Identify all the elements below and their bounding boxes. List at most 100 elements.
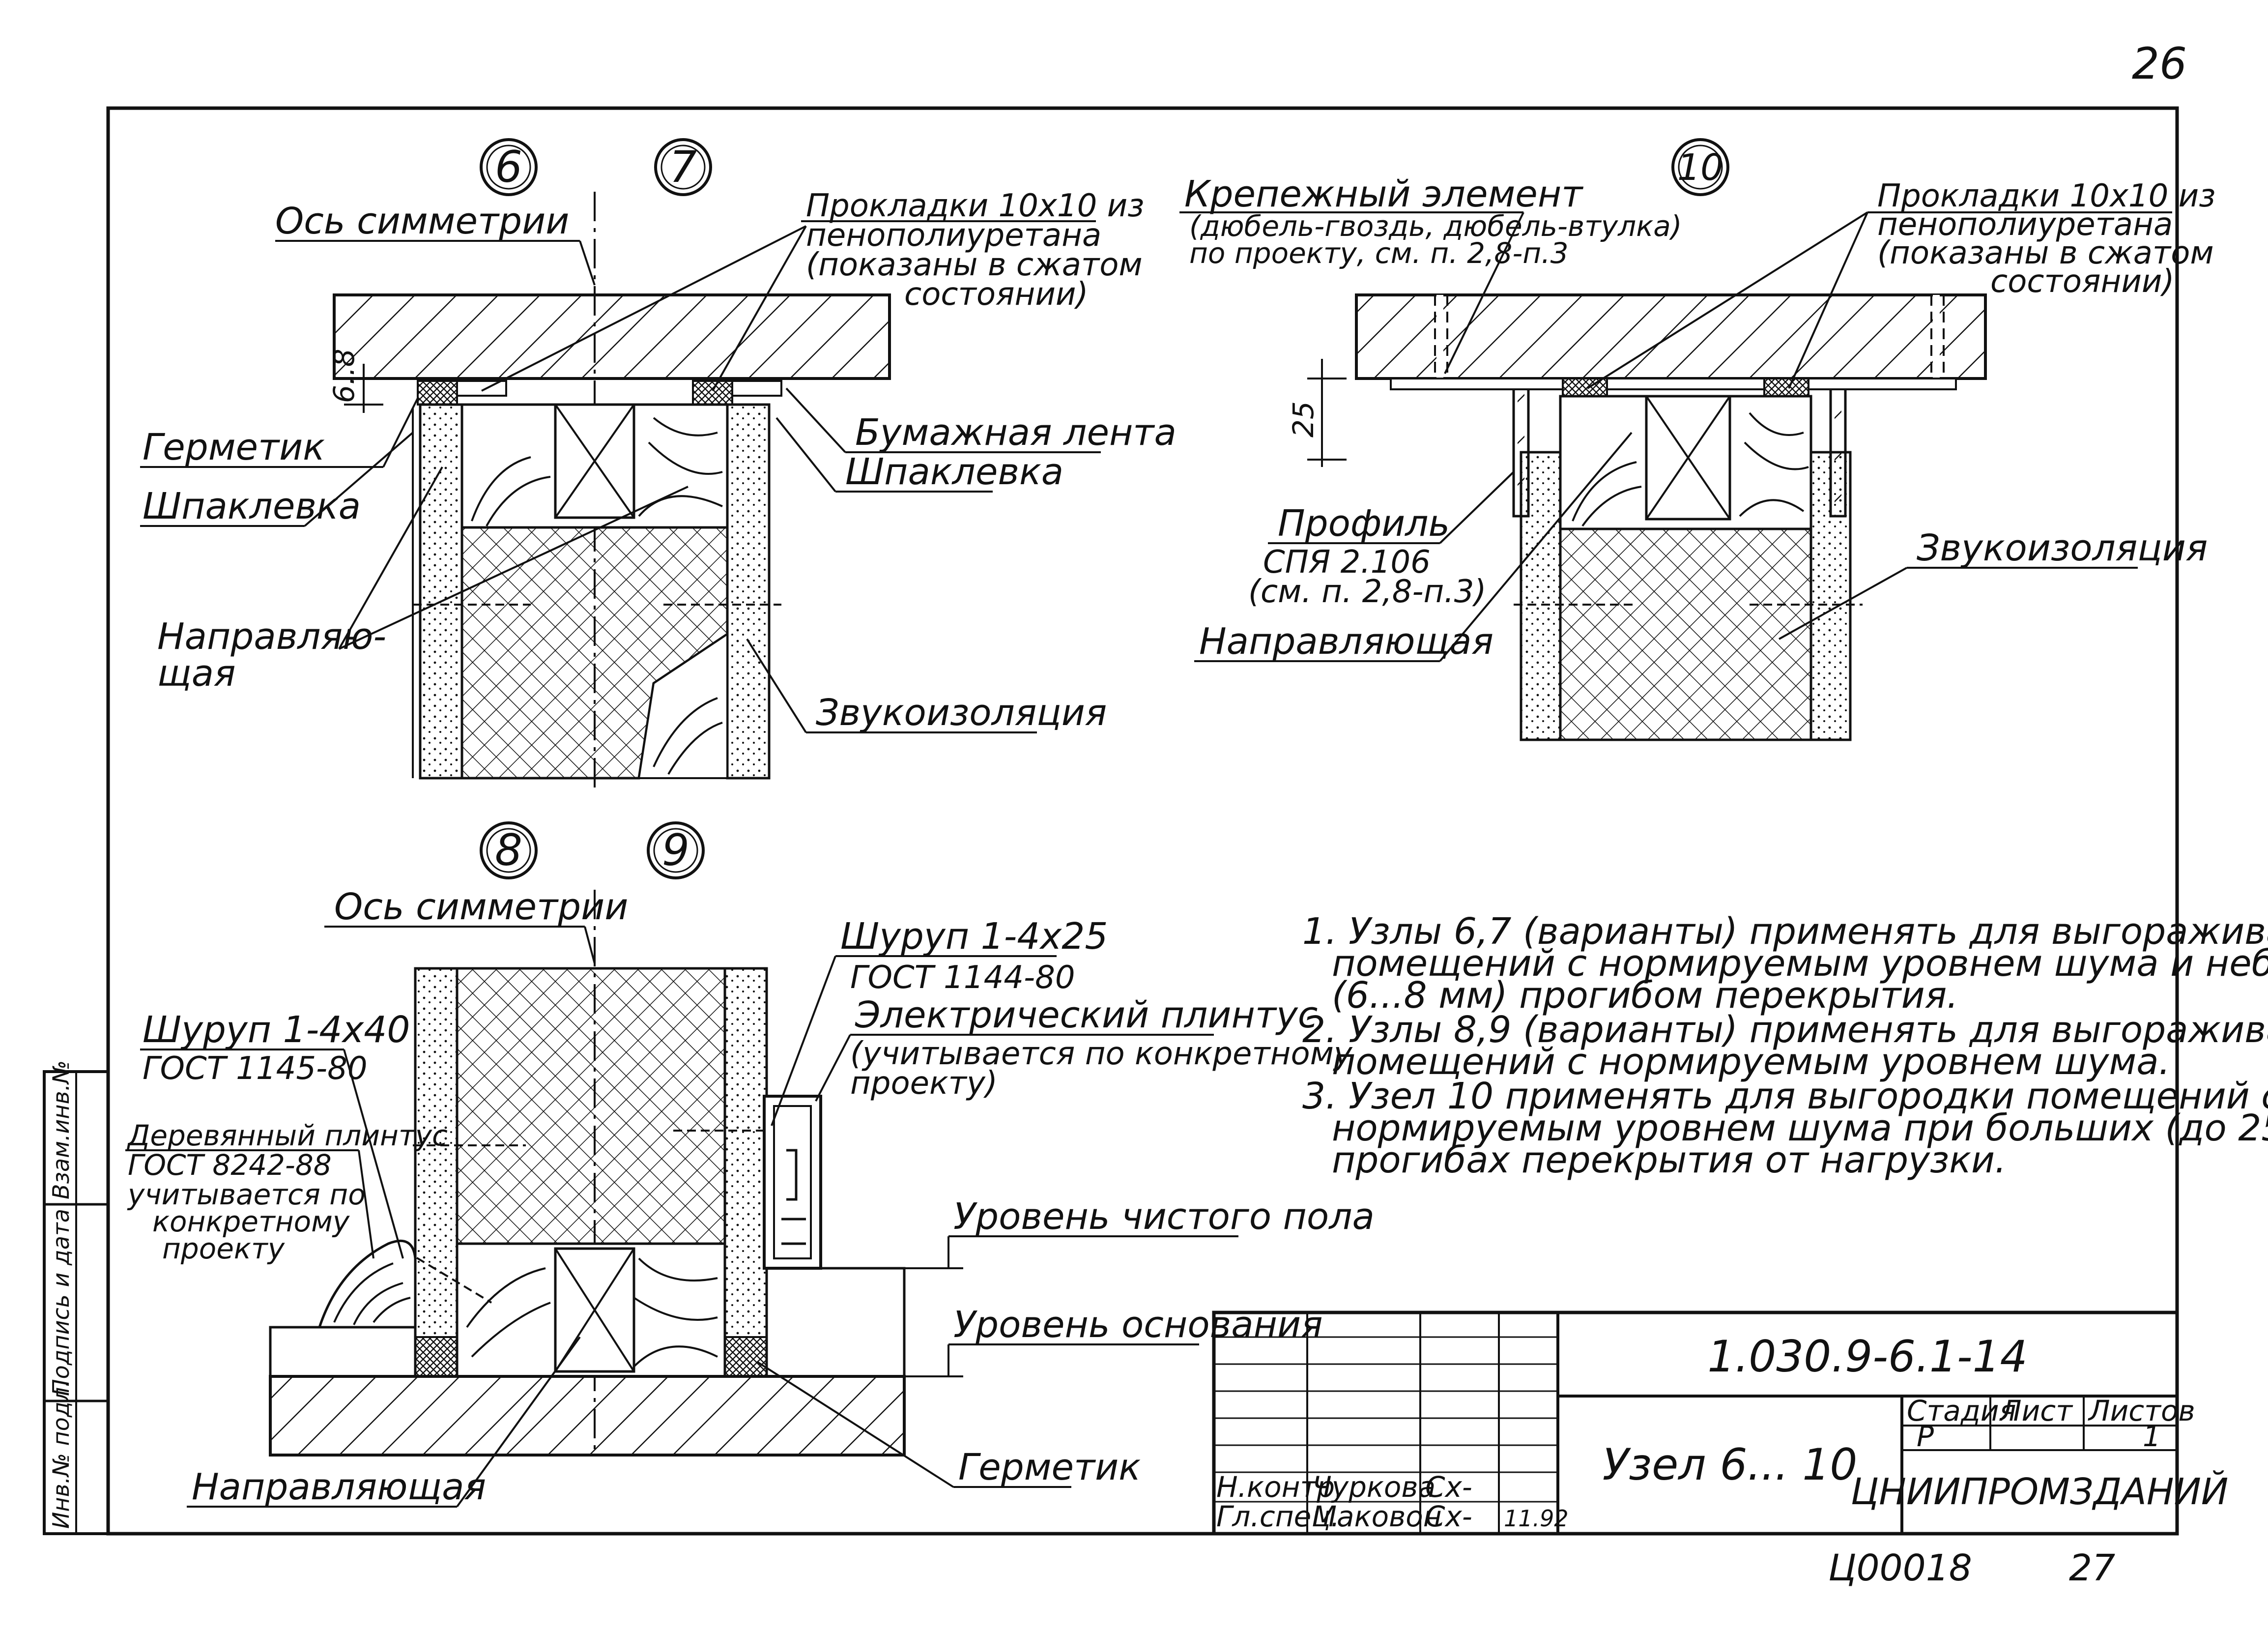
note-line: 1. Узлы 6,7 (варианты) применять для выг… — [1302, 910, 2268, 953]
sealant-label: Герметик — [958, 1446, 1141, 1488]
note-line: нормируемым уровнем шума при больших (до… — [1332, 1107, 2268, 1149]
gap-dimension: 6..8 — [327, 349, 361, 403]
guide-label-2: щая — [157, 652, 236, 695]
guide-label-1: Направляю- — [157, 615, 386, 658]
foam-pad — [692, 380, 733, 406]
el-plinth-label-1: Электрический плинтус — [855, 994, 1318, 1036]
putty-right-label: Шпаклевка — [845, 451, 1063, 493]
screw-left-label-1: Шуруп 1-4х40 — [143, 1009, 410, 1051]
sound-insulation — [1559, 527, 1812, 741]
axis-label: Ось симметрии — [334, 886, 628, 928]
wood-plinth-label-3: учитывается по — [127, 1178, 366, 1211]
connector-label-1: Крепежный элемент — [1184, 173, 1583, 215]
paper-tape-label: Бумажная лента — [855, 411, 1177, 454]
guide-label: Направляющая — [1199, 620, 1493, 663]
gypsum-board — [1520, 451, 1562, 741]
sound-insulation-label: Звукоизоляция — [1917, 527, 2208, 569]
node-marker-6 — [480, 138, 538, 196]
sign-row2: Сх- — [1425, 1500, 1472, 1533]
note-line: 3. Узел 10 применять для выгородки помещ… — [1302, 1075, 2268, 1117]
note-line: 2. Узлы 8,9 (варианты) применять для выг… — [1302, 1009, 2268, 1051]
sound-insulation — [456, 967, 726, 1245]
name-row2: Маковон — [1312, 1500, 1442, 1533]
stage-header: Стадия — [1907, 1394, 2016, 1428]
doc-code: 1.030.9-6.1-14 — [1707, 1331, 2027, 1382]
node-marker-9 — [647, 821, 705, 879]
stamp-replace: Взам.инв.№ — [48, 1060, 74, 1199]
pads-label-4: состоянии) — [904, 276, 1088, 313]
wood-plinth-label-1: Деревянный плинтус — [126, 1119, 448, 1152]
node-marker-7 — [654, 138, 712, 196]
node-7-label: 7 — [669, 142, 697, 192]
notes: 1. Узлы 6,7 (варианты) применять для выг… — [1302, 910, 2268, 1181]
pads-label-3: (показаны в сжатом — [806, 247, 1143, 283]
el-plinth-label-2: (учитывается по конкретному — [850, 1036, 1353, 1072]
gypsum-board — [1809, 451, 1852, 741]
sheet-number: 26 — [2132, 38, 2187, 89]
node-8-label: 8 — [495, 825, 522, 875]
wood-plinth-label-2: ГОСТ 8242-88 — [128, 1148, 332, 1182]
foam-pad — [417, 380, 458, 406]
profile-label-1: Профиль — [1278, 502, 1450, 545]
role-chief-spec: Гл.спец. — [1216, 1500, 1340, 1533]
profile-label-2: СПЯ 2.106 — [1263, 544, 1431, 581]
axis-label: Ось симметрии — [275, 200, 569, 242]
putty-left-label: Шпаклевка — [143, 485, 361, 527]
floor-screed — [765, 1267, 906, 1378]
archive-code: Ц00018 — [1828, 1547, 1972, 1589]
gap-dimension: 25 — [1287, 401, 1320, 437]
guide-label: Направляющая — [192, 1466, 486, 1508]
gypsum-board — [419, 403, 463, 780]
floor-level-label: Уровень чистого пола — [953, 1195, 1375, 1238]
screw-right-label-1: Шуруп 1-4х25 — [840, 915, 1108, 958]
screw-right-label-2: ГОСТ 1144-80 — [850, 960, 1075, 996]
pads-label-1: Прокладки 10х10 из — [1877, 178, 2215, 214]
connector-label-3: по проекту, см. п. 2,8-п.3 — [1189, 236, 1569, 270]
detail-8-9: 8 9 Ось симметрии — [125, 821, 1375, 1508]
sheets-value: 1 — [2143, 1420, 2161, 1453]
note-line: (6...8 мм) прогибом перекрытия. — [1332, 974, 1958, 1017]
gypsum-board — [726, 403, 771, 780]
detail-10: 10 25 Кре — [1179, 138, 2215, 741]
el-plinth-label-3: проекту) — [850, 1065, 998, 1102]
wood-plinth-label-5: проекту — [162, 1232, 285, 1265]
gypsum-board — [723, 967, 768, 1378]
sheets-header: Листов — [2088, 1394, 2195, 1428]
sealant-pad — [414, 1336, 458, 1377]
stage-value: Р — [1917, 1420, 1934, 1453]
sheet-frame — [106, 106, 2179, 1536]
floor-slab — [333, 293, 891, 380]
gypsum-board — [414, 967, 459, 1378]
node-marker-8 — [480, 821, 538, 879]
pads-label-3: (показаны в сжатом — [1877, 235, 2214, 271]
floor-screed — [269, 1326, 417, 1378]
pads-label-1: Прокладки 10х10 из — [806, 188, 1144, 224]
base-slab — [269, 1375, 906, 1457]
stamp-inv: Инв.№ подл. — [48, 1380, 74, 1529]
sealant-pad — [724, 1336, 768, 1377]
role-norm-control: Н.контр. — [1216, 1470, 1344, 1504]
pads-label-2: пенополиуретана — [806, 217, 1101, 254]
archive-sheet: 27 — [2069, 1547, 2115, 1589]
note-line: прогибах перекрытия от нагрузки. — [1332, 1139, 2007, 1181]
detail-6-7: 6 7 Ось симметрии — [140, 138, 1177, 791]
note-line: помещений с нормируемым уровнем шума. — [1332, 1041, 2170, 1083]
sign-row1: Сх- — [1425, 1470, 1472, 1504]
ceiling-profile — [1390, 378, 1957, 390]
note-line: помещений с нормируемым уровнем шума и н… — [1332, 942, 2268, 985]
date-row2: 11.92 — [1504, 1505, 1569, 1532]
sealant-label: Герметик — [143, 426, 325, 468]
node-9-label: 9 — [662, 825, 689, 875]
name-row1: Чуркова — [1312, 1470, 1435, 1504]
organization: ЦНИИПРОМЗДАНИЙ — [1851, 1470, 2228, 1513]
doc-title: Узел 6... 10 — [1603, 1439, 1858, 1490]
sound-insulation-label: Звукоизоляция — [816, 692, 1107, 734]
stamp-sign: Подпись и дата — [48, 1209, 74, 1396]
node-10-label: 10 — [1677, 146, 1723, 189]
side-stamp: Инв.№ подл. Подпись и дата Взам.инв.№ — [43, 1060, 110, 1535]
title-block: Н.контр. Чуркова Сх- Гл.спец. Маковон Сх… — [1212, 1311, 2228, 1536]
wood-plinth-label-4: конкретному — [152, 1205, 350, 1238]
node-marker-10 — [1671, 138, 1729, 196]
foam-pad — [1763, 378, 1809, 397]
